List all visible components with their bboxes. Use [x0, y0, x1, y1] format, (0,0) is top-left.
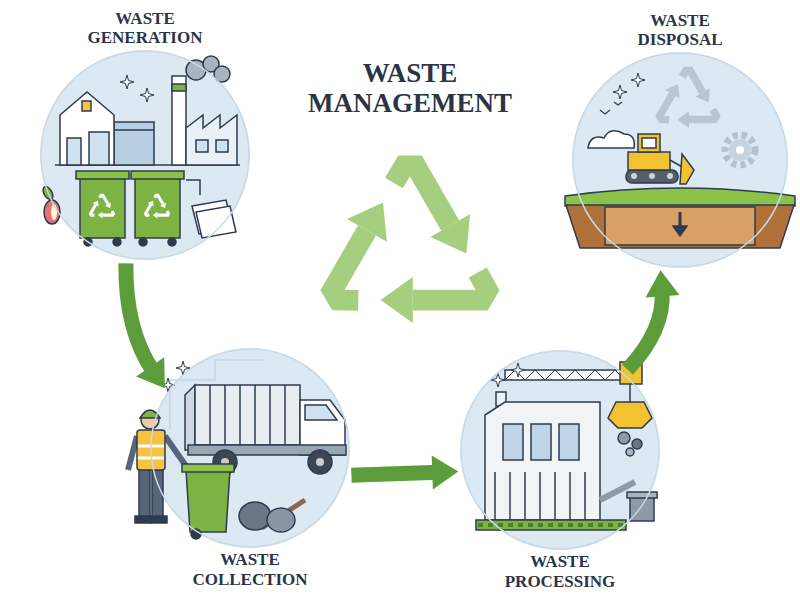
collection-scene — [128, 348, 350, 548]
stage-circle: WASTE PROCESSING — [460, 350, 660, 591]
flow-arrow — [627, 270, 679, 369]
circle-border — [461, 351, 659, 549]
arrow-band — [627, 290, 662, 369]
recycle-symbol — [305, 166, 493, 347]
diagram-title: WASTE MANAGEMENT — [300, 58, 520, 118]
processing-scene — [460, 350, 660, 550]
circle-outline — [460, 350, 660, 550]
arrow-head — [136, 357, 165, 388]
circle-border — [41, 51, 249, 259]
arrow-head — [432, 455, 459, 489]
flow-arrow — [351, 455, 458, 489]
generation-scene — [40, 50, 250, 260]
stage-circle: WASTE DISPOSAL — [572, 11, 788, 268]
arrow-band — [351, 472, 438, 475]
stage-label: WASTE COLLECTION — [183, 550, 318, 589]
disposal-scene — [565, 52, 795, 268]
stage-circle: WASTE COLLECTION — [150, 348, 350, 589]
stage-label: WASTE GENERATION — [78, 9, 213, 48]
arrow-band — [126, 263, 154, 371]
stage-circle: WASTE GENERATION — [40, 9, 250, 260]
stage-label: WASTE PROCESSING — [493, 552, 628, 591]
stage-label: WASTE DISPOSAL — [613, 11, 748, 50]
circle-outline — [150, 348, 350, 548]
arrow-head — [646, 270, 680, 297]
circle-border — [573, 53, 787, 267]
circle-outline — [40, 50, 250, 260]
circle-outline — [572, 52, 788, 268]
circle-border — [151, 349, 349, 547]
flow-arrow — [126, 263, 165, 388]
